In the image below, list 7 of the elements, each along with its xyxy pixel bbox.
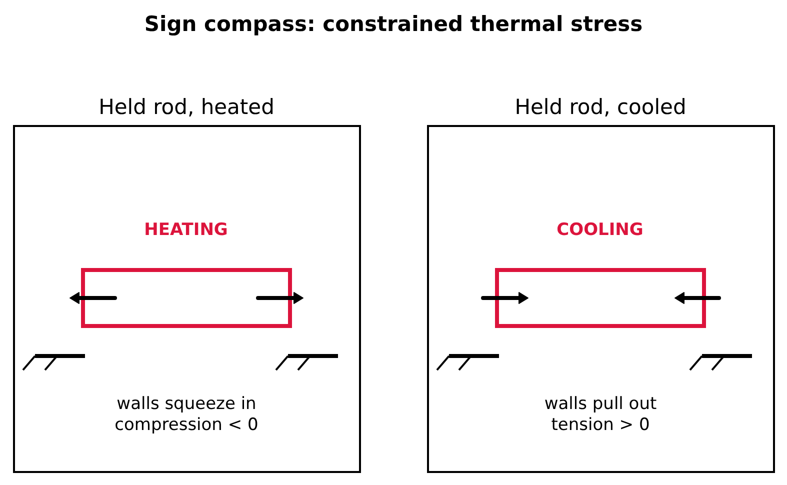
rod-label: COOLING — [556, 220, 644, 240]
panel-heading: Held rod, cooled — [514, 95, 688, 120]
panel-heading: Held rod, heated — [98, 95, 276, 120]
panel-note: walls pull out tension > 0 — [543, 394, 658, 436]
rod-label: HEATING — [143, 220, 229, 240]
diagram-title: Sign compass: constrained thermal stress — [143, 12, 644, 37]
panel-note: walls squeeze in compression < 0 — [114, 394, 260, 436]
